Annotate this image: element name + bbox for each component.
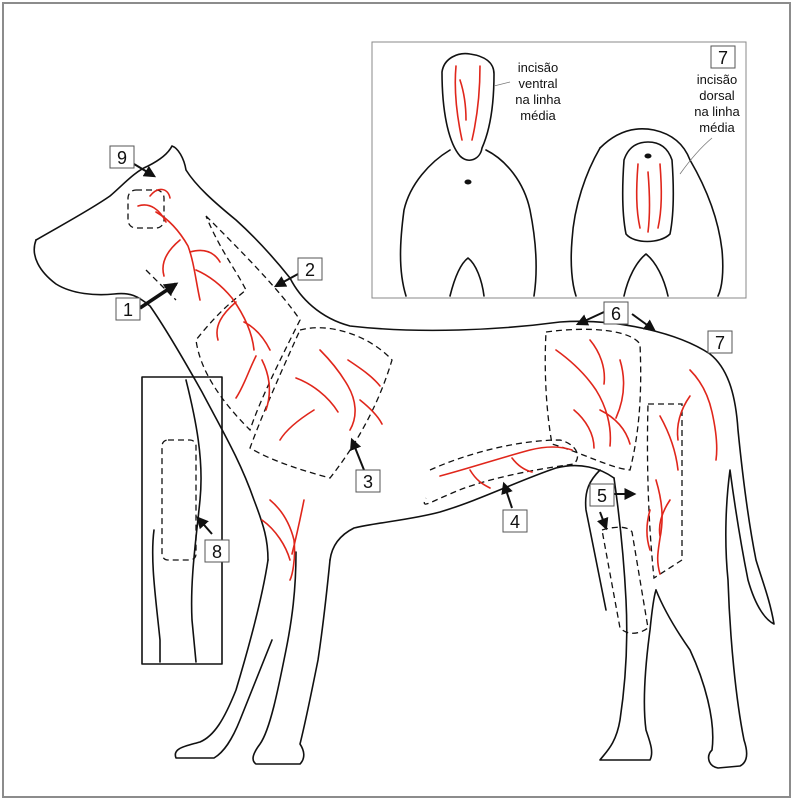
ventral-incision-line-3: na linha bbox=[515, 92, 561, 107]
label-3: 3 bbox=[363, 472, 373, 492]
ventral-incision-line-4: média bbox=[520, 108, 556, 123]
dorsal-incision-line-1: incisão bbox=[697, 72, 737, 87]
flap-8-inset bbox=[142, 377, 222, 664]
label-6: 6 bbox=[611, 304, 621, 324]
inset-incision-views: incisão ventral na linha média 7 incisão… bbox=[372, 42, 746, 298]
dorsal-incision-line-3: na linha bbox=[694, 104, 740, 119]
label-2: 2 bbox=[305, 260, 315, 280]
label-7: 7 bbox=[715, 333, 725, 353]
label-8: 8 bbox=[212, 542, 222, 562]
ventral-incision-line-2: ventral bbox=[518, 76, 557, 91]
label-4: 4 bbox=[510, 512, 520, 532]
ventral-incision-line-1: incisão bbox=[518, 60, 558, 75]
label-7-inset: 7 bbox=[718, 48, 728, 68]
dorsal-incision-line-2: dorsal bbox=[699, 88, 735, 103]
label-9: 9 bbox=[117, 148, 127, 168]
label-5: 5 bbox=[597, 486, 607, 506]
label-1: 1 bbox=[123, 300, 133, 320]
dorsal-incision-line-4: média bbox=[699, 120, 735, 135]
